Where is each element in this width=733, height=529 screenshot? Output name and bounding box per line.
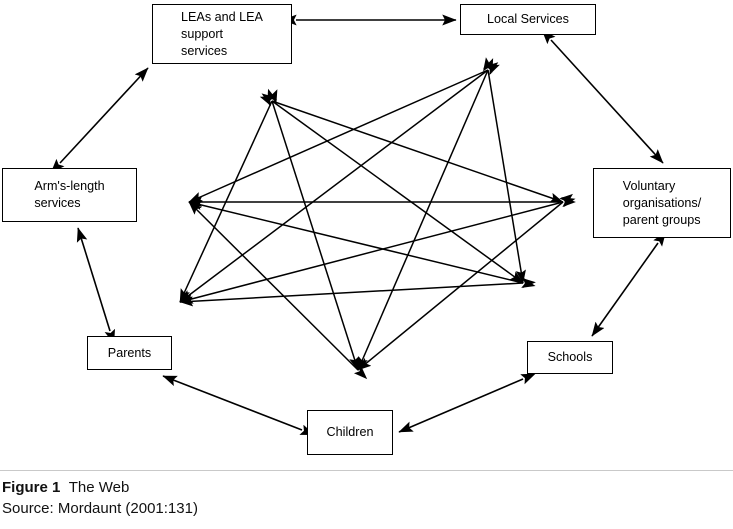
outer-edge-parents-arms [76,227,116,345]
node-label: Schools [547,350,593,364]
node-arms-length-services[interactable]: Arm's-length services [2,168,137,222]
inner-edge-topright-left [188,64,500,203]
inner-edge-topleft-bottom [267,88,359,371]
figure-title: The Web [68,479,130,496]
node-voluntary-organisations-parent-groups[interactable]: Voluntary organisations/ parent groups [593,168,731,238]
inner-web-edges [179,57,576,380]
node-label: Local Services [487,12,569,26]
web-diagram-svg [50,14,666,435]
inner-edge-topright-bottom [357,58,494,371]
node-label: Voluntary organisations/ parent groups [622,178,702,227]
inner-edge-topleft-right [259,96,564,203]
figure-number: Figure 1 [2,479,61,496]
outer-ring-edges [50,14,666,435]
figure-source: Source: Mordaunt (2001:131) [2,500,198,518]
inner-edge-right-bottomleft [179,197,576,304]
node-children[interactable]: Children [307,410,393,455]
node-label: Arm's-length services [34,179,105,210]
inner-edge-bottomright-bottomleft [179,277,536,307]
node-label: LEAs and LEA support services [181,9,263,58]
inner-edge-topright-bottomright [483,57,526,284]
node-leas-and-lea-support-services[interactable]: LEAs and LEA support services [152,4,292,64]
node-label: Children [326,425,374,439]
caption-title-line: Figure 1 The Web [2,477,731,498]
node-parents[interactable]: Parents [87,336,172,370]
outer-edge-schools-children [398,373,536,433]
node-label: Parents [107,345,152,360]
outer-edge-arms-leas [50,67,149,174]
inner-edge-bottom-left [188,201,368,380]
node-schools[interactable]: Schools [527,341,613,374]
figure-caption: Figure 1 The Web Source: Mordaunt (2001:… [0,470,733,520]
outer-edge-local-voluntary [541,29,664,164]
inner-edge-topleft-bottomright [261,93,524,284]
node-local-services[interactable]: Local Services [460,4,596,35]
outer-edge-children-parents [162,375,315,435]
outer-edge-voluntary-schools [591,231,666,337]
inner-edge-bottomright-left [188,200,536,288]
diagram-canvas: LEAs and LEA support services Local Serv… [2,4,731,455]
